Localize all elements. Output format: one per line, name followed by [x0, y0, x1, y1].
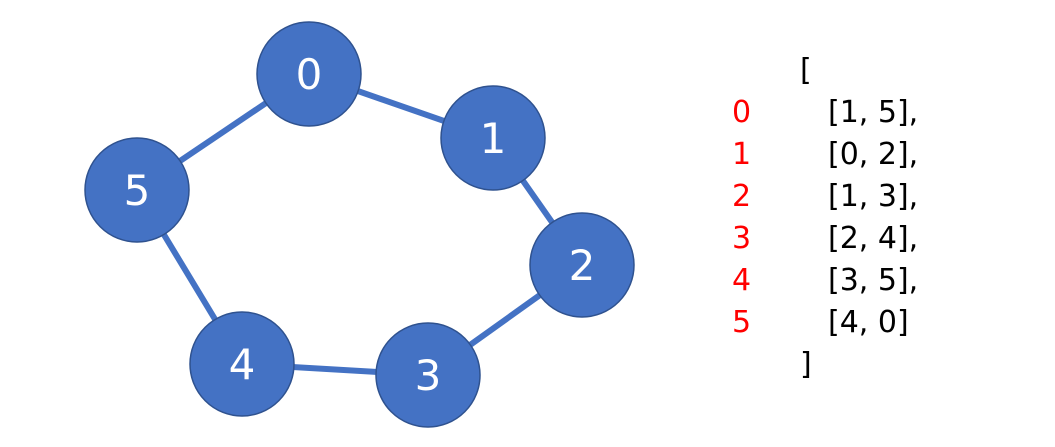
- node-label: 2: [569, 241, 596, 290]
- node-label: 1: [480, 114, 507, 163]
- graph-node-1: 1: [440, 85, 546, 191]
- row-index-3: 3: [732, 221, 752, 256]
- row-index-1: 1: [732, 137, 752, 172]
- graph-node-2: 2: [529, 212, 635, 318]
- node-circle: [529, 212, 635, 318]
- adjacency-row-0: [1, 5],: [828, 95, 919, 130]
- adjacency-row-5: [4, 0]: [828, 305, 909, 340]
- node-label: 0: [296, 50, 323, 99]
- adjacency-open-bracket: [: [800, 53, 812, 88]
- adjacency-row-3: [2, 4],: [828, 221, 919, 256]
- node-label: 4: [229, 340, 256, 389]
- graph-node-3: 3: [375, 322, 481, 428]
- node-circle: [256, 21, 362, 127]
- node-circle: [375, 322, 481, 428]
- node-label: 5: [124, 166, 151, 215]
- adjacency-row-4: [3, 5],: [828, 263, 919, 298]
- graph-node-4: 4: [189, 311, 295, 417]
- node-label: 3: [415, 351, 442, 400]
- graph-node-5: 5: [84, 137, 190, 243]
- adjacency-close-bracket: ]: [800, 347, 812, 382]
- row-index-0: 0: [732, 95, 752, 130]
- graph-node-0: 0: [256, 21, 362, 127]
- node-circle: [189, 311, 295, 417]
- node-circle: [84, 137, 190, 243]
- adjacency-row-1: [0, 2],: [828, 137, 919, 172]
- adjacency-row-2: [1, 3],: [828, 179, 919, 214]
- row-index-5: 5: [732, 305, 752, 340]
- node-circle: [440, 85, 546, 191]
- row-index-4: 4: [732, 263, 752, 298]
- row-index-2: 2: [732, 179, 752, 214]
